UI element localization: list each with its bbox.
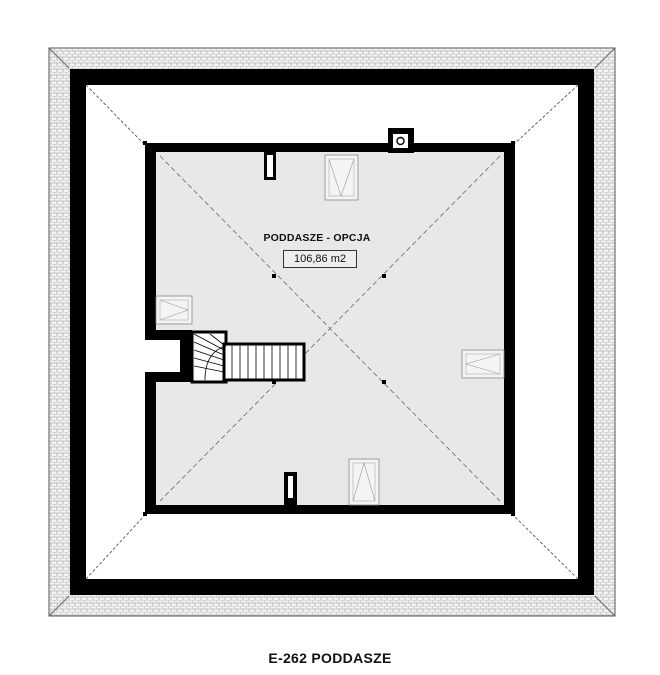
vent-bottom (284, 472, 297, 505)
skylight-bottom (348, 458, 380, 506)
roof-hip-lines (85, 84, 579, 580)
plan-caption: E-262 PODDASZE (268, 650, 392, 666)
vent-top (264, 152, 276, 180)
skylight-top (324, 154, 359, 201)
floor-diagonals (159, 155, 501, 502)
reference-points (143, 141, 515, 516)
chimney (388, 128, 414, 153)
staircase (190, 330, 306, 384)
skylight-left (155, 295, 193, 325)
skylight-right (461, 349, 505, 379)
room-area-label: 106,86 m2 (283, 250, 357, 268)
room-name-label: PODDASZE - OPCJA (263, 232, 371, 244)
